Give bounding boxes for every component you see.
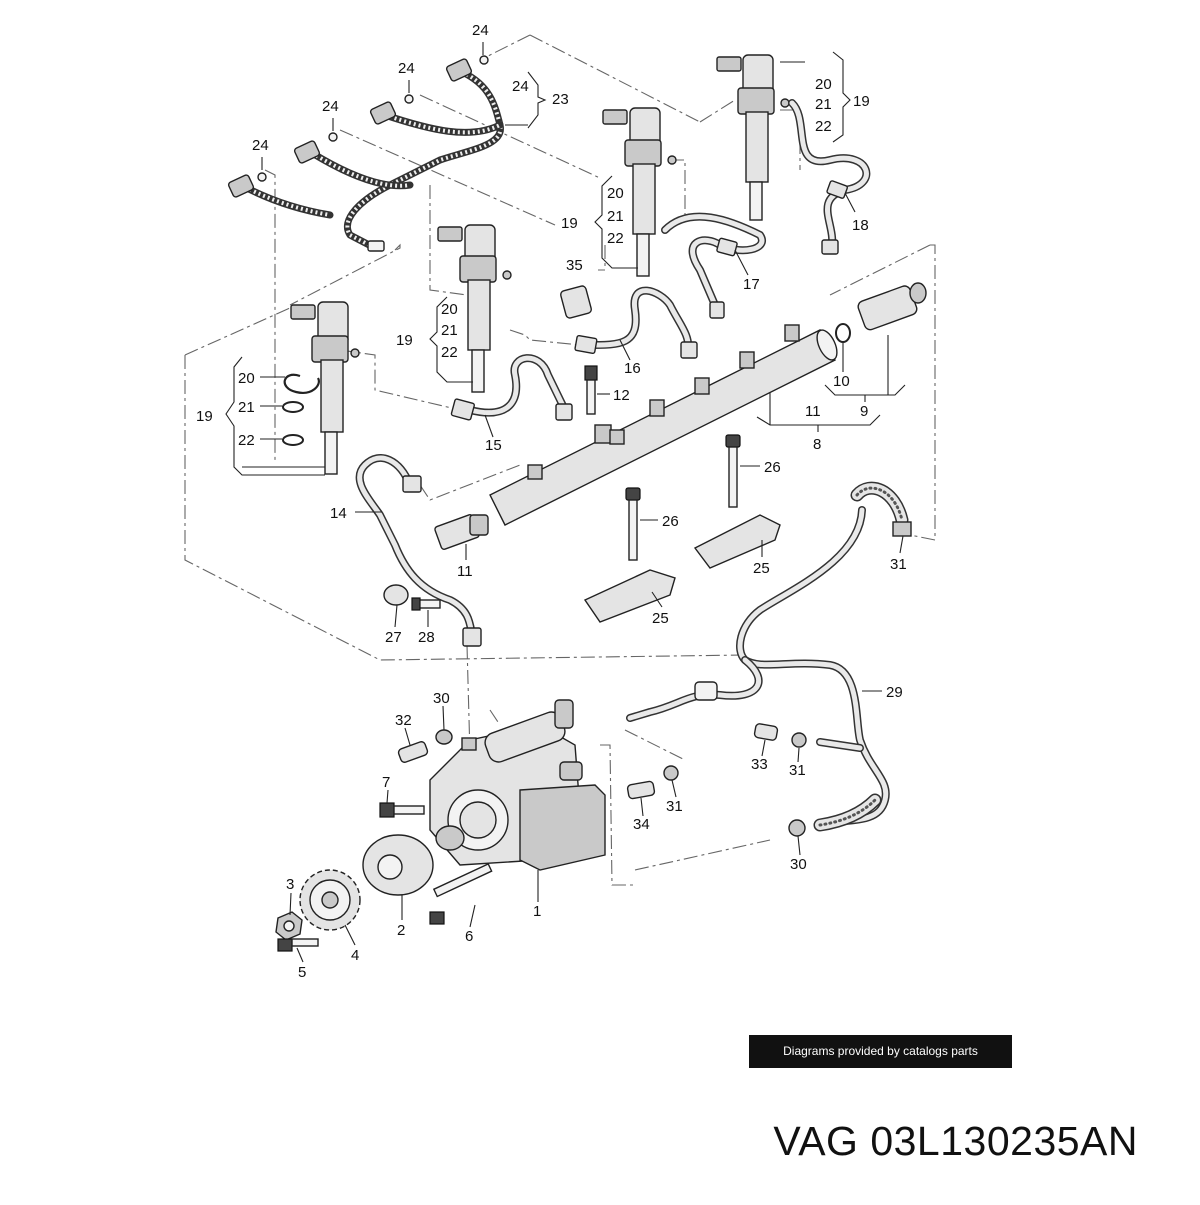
injector-4 <box>716 54 790 221</box>
callout-6: 6 <box>465 928 473 945</box>
callout-22: 22 <box>607 230 624 247</box>
callout-5: 5 <box>298 964 306 981</box>
callout-30: 30 <box>433 690 450 707</box>
callout-29: 29 <box>886 684 903 701</box>
callout-20: 20 <box>238 370 255 387</box>
callout-28: 28 <box>418 629 435 646</box>
callout-26: 26 <box>764 459 781 476</box>
callout-21: 21 <box>607 208 624 225</box>
callout-24: 24 <box>398 60 415 77</box>
clamps-and-hoses <box>397 723 807 837</box>
callout-11: 11 <box>457 563 473 580</box>
callout-23: 23 <box>552 91 569 108</box>
pipe-retainer <box>383 584 441 611</box>
callout-27: 27 <box>385 629 402 646</box>
callout-20: 20 <box>815 76 832 93</box>
callout-32: 32 <box>395 712 412 729</box>
sleeve <box>560 285 592 319</box>
callout-10: 10 <box>833 373 850 390</box>
callout-25: 25 <box>652 610 669 627</box>
callout-34: 34 <box>633 816 650 833</box>
callout-9: 9 <box>860 403 868 420</box>
callout-24: 24 <box>252 137 269 154</box>
callout-31: 31 <box>789 762 806 779</box>
callout-35: 35 <box>566 257 583 274</box>
injector-seals <box>282 373 320 446</box>
callout-19: 19 <box>396 332 413 349</box>
callout-14: 14 <box>330 505 347 522</box>
pressure-pipes <box>355 99 871 647</box>
return-lines <box>626 481 912 832</box>
callout-20: 20 <box>441 301 458 318</box>
leader-lines <box>225 42 906 963</box>
callout-16: 16 <box>624 360 641 377</box>
callouts: 24 24 24 24 24 23 20 21 22 19 20 21 22 1… <box>196 22 907 981</box>
brackets <box>583 434 781 623</box>
injector-3 <box>602 107 677 277</box>
callout-1: 1 <box>533 903 541 920</box>
callout-26: 26 <box>662 513 679 530</box>
bolt-12 <box>584 365 598 415</box>
injector-2 <box>437 224 512 393</box>
drive-parts <box>275 834 493 952</box>
callout-20: 20 <box>607 185 624 202</box>
pressure-regulator <box>835 282 927 343</box>
callout-2: 2 <box>397 922 405 939</box>
callout-18: 18 <box>852 217 869 234</box>
callout-31: 31 <box>666 798 683 815</box>
callout-19: 19 <box>853 93 870 110</box>
part-number-title: VAG 03L130235AN <box>773 1118 1138 1164</box>
callout-12: 12 <box>613 387 630 404</box>
high-pressure-pump <box>379 699 606 871</box>
callout-33: 33 <box>751 756 768 773</box>
callout-4: 4 <box>351 947 359 964</box>
callout-11: 11 <box>805 403 821 420</box>
pressure-sensor <box>434 514 489 550</box>
callout-15: 15 <box>485 437 502 454</box>
callout-24: 24 <box>472 22 489 39</box>
callout-21: 21 <box>441 322 458 339</box>
catalog-credit-banner: Diagrams provided by catalogs parts <box>749 1035 1012 1068</box>
callout-21: 21 <box>815 96 832 113</box>
callout-19: 19 <box>561 215 578 232</box>
callout-31: 31 <box>890 556 907 573</box>
callout-25: 25 <box>753 560 770 577</box>
callout-8: 8 <box>813 436 821 453</box>
callout-3: 3 <box>286 876 294 893</box>
callout-24: 24 <box>512 78 529 95</box>
callout-22: 22 <box>441 344 458 361</box>
callout-30: 30 <box>790 856 807 873</box>
callout-22: 22 <box>815 118 832 135</box>
callout-17: 17 <box>743 276 760 293</box>
callout-19: 19 <box>196 408 213 425</box>
fuel-rail <box>489 324 838 526</box>
wiring-harness <box>227 55 504 252</box>
callout-7: 7 <box>382 774 390 791</box>
callout-21: 21 <box>238 399 255 416</box>
injector-1 <box>290 301 360 475</box>
callout-22: 22 <box>238 432 255 449</box>
callout-24: 24 <box>322 98 339 115</box>
